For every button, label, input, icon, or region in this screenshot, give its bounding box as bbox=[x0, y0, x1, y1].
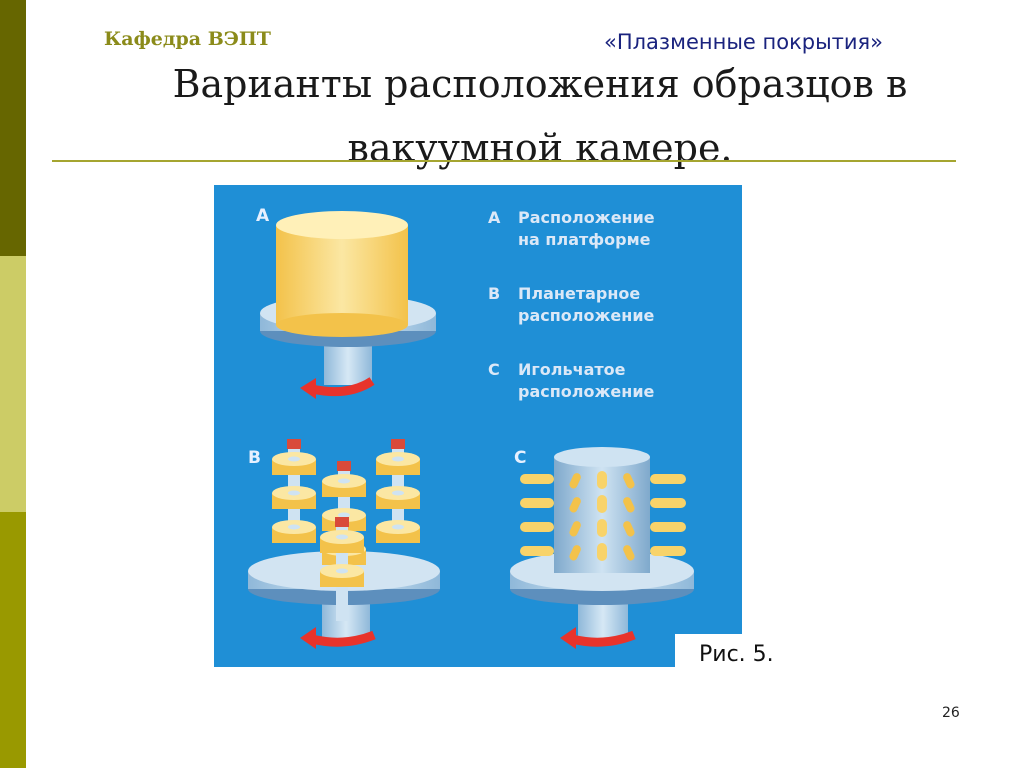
legend-b-line2: расположение bbox=[518, 306, 655, 325]
legend-key-b: B bbox=[488, 284, 500, 303]
left-color-bar bbox=[0, 0, 26, 768]
needle-right bbox=[650, 498, 686, 508]
legend-key-c: C bbox=[488, 360, 500, 379]
needle-right bbox=[650, 522, 686, 532]
legend-c-line1: Игольчатое bbox=[518, 360, 626, 379]
needle-left bbox=[520, 546, 554, 556]
sample-arrangement-figure: A B C A Расположение на платформе B План… bbox=[214, 185, 742, 667]
title-divider bbox=[52, 160, 956, 162]
legend-key-a: A bbox=[488, 208, 501, 227]
needle-left bbox=[520, 498, 554, 508]
sample-disc-hole bbox=[338, 478, 350, 484]
needle-samples bbox=[520, 471, 686, 561]
figure-illustration: A B C A Расположение на платформе B План… bbox=[214, 185, 742, 667]
needle-front bbox=[597, 495, 607, 513]
panel-label-b: B bbox=[248, 448, 261, 468]
legend-c-line2: расположение bbox=[518, 382, 655, 401]
needle-front bbox=[597, 471, 607, 489]
spindle-cap bbox=[337, 461, 351, 471]
panel-label-c: C bbox=[514, 448, 526, 468]
department-label: Кафедра ВЭПТ bbox=[104, 28, 271, 50]
sample-disc-hole bbox=[392, 524, 404, 530]
page-number: 26 bbox=[942, 705, 960, 721]
spindle-cap bbox=[287, 439, 301, 449]
sample-disc-hole bbox=[336, 568, 348, 574]
needle-right bbox=[650, 546, 686, 556]
sidebar-segment-light bbox=[0, 256, 26, 512]
needle-side-left bbox=[569, 545, 581, 561]
needle-front bbox=[597, 519, 607, 537]
sample-disc-hole bbox=[288, 524, 300, 530]
needle-side-right bbox=[623, 473, 635, 489]
needle-side-right bbox=[623, 545, 635, 561]
planetary-sample-stacks bbox=[272, 439, 420, 621]
sidebar-segment-dark bbox=[0, 0, 26, 256]
spindle-cap bbox=[391, 439, 405, 449]
sample-disc-hole bbox=[336, 534, 348, 540]
panel-a-platform-arrangement bbox=[260, 211, 436, 399]
needle-side-left bbox=[569, 521, 581, 537]
sample-disc-hole bbox=[288, 490, 300, 496]
needle-front bbox=[597, 543, 607, 561]
needle-right bbox=[650, 474, 686, 484]
figure-caption: Рис. 5. bbox=[675, 634, 795, 680]
legend-a-line2: на платформе bbox=[518, 230, 651, 249]
sidebar-segment-olive bbox=[0, 512, 26, 768]
needle-side-left bbox=[569, 497, 581, 513]
sample-disc-hole bbox=[392, 490, 404, 496]
spindle-cap bbox=[335, 517, 349, 527]
sample-disc-hole bbox=[338, 512, 350, 518]
needle-side-right bbox=[623, 497, 635, 513]
needle-side-left bbox=[569, 473, 581, 489]
needle-left bbox=[520, 474, 554, 484]
needle-side-right bbox=[623, 521, 635, 537]
panel-c-needle-arrangement bbox=[510, 447, 694, 649]
sample-disc-hole bbox=[392, 456, 404, 462]
sample-disc-hole bbox=[288, 456, 300, 462]
panel-label-a: A bbox=[256, 206, 270, 226]
legend-b-line1: Планетарное bbox=[518, 284, 640, 303]
legend: A Расположение на платформе B Планетарно… bbox=[488, 208, 655, 401]
course-label: «Плазменные покрытия» bbox=[604, 30, 884, 54]
needle-left bbox=[520, 522, 554, 532]
legend-a-line1: Расположение bbox=[518, 208, 655, 227]
slide-title: Варианты расположения образцов в вакуумн… bbox=[172, 62, 908, 170]
